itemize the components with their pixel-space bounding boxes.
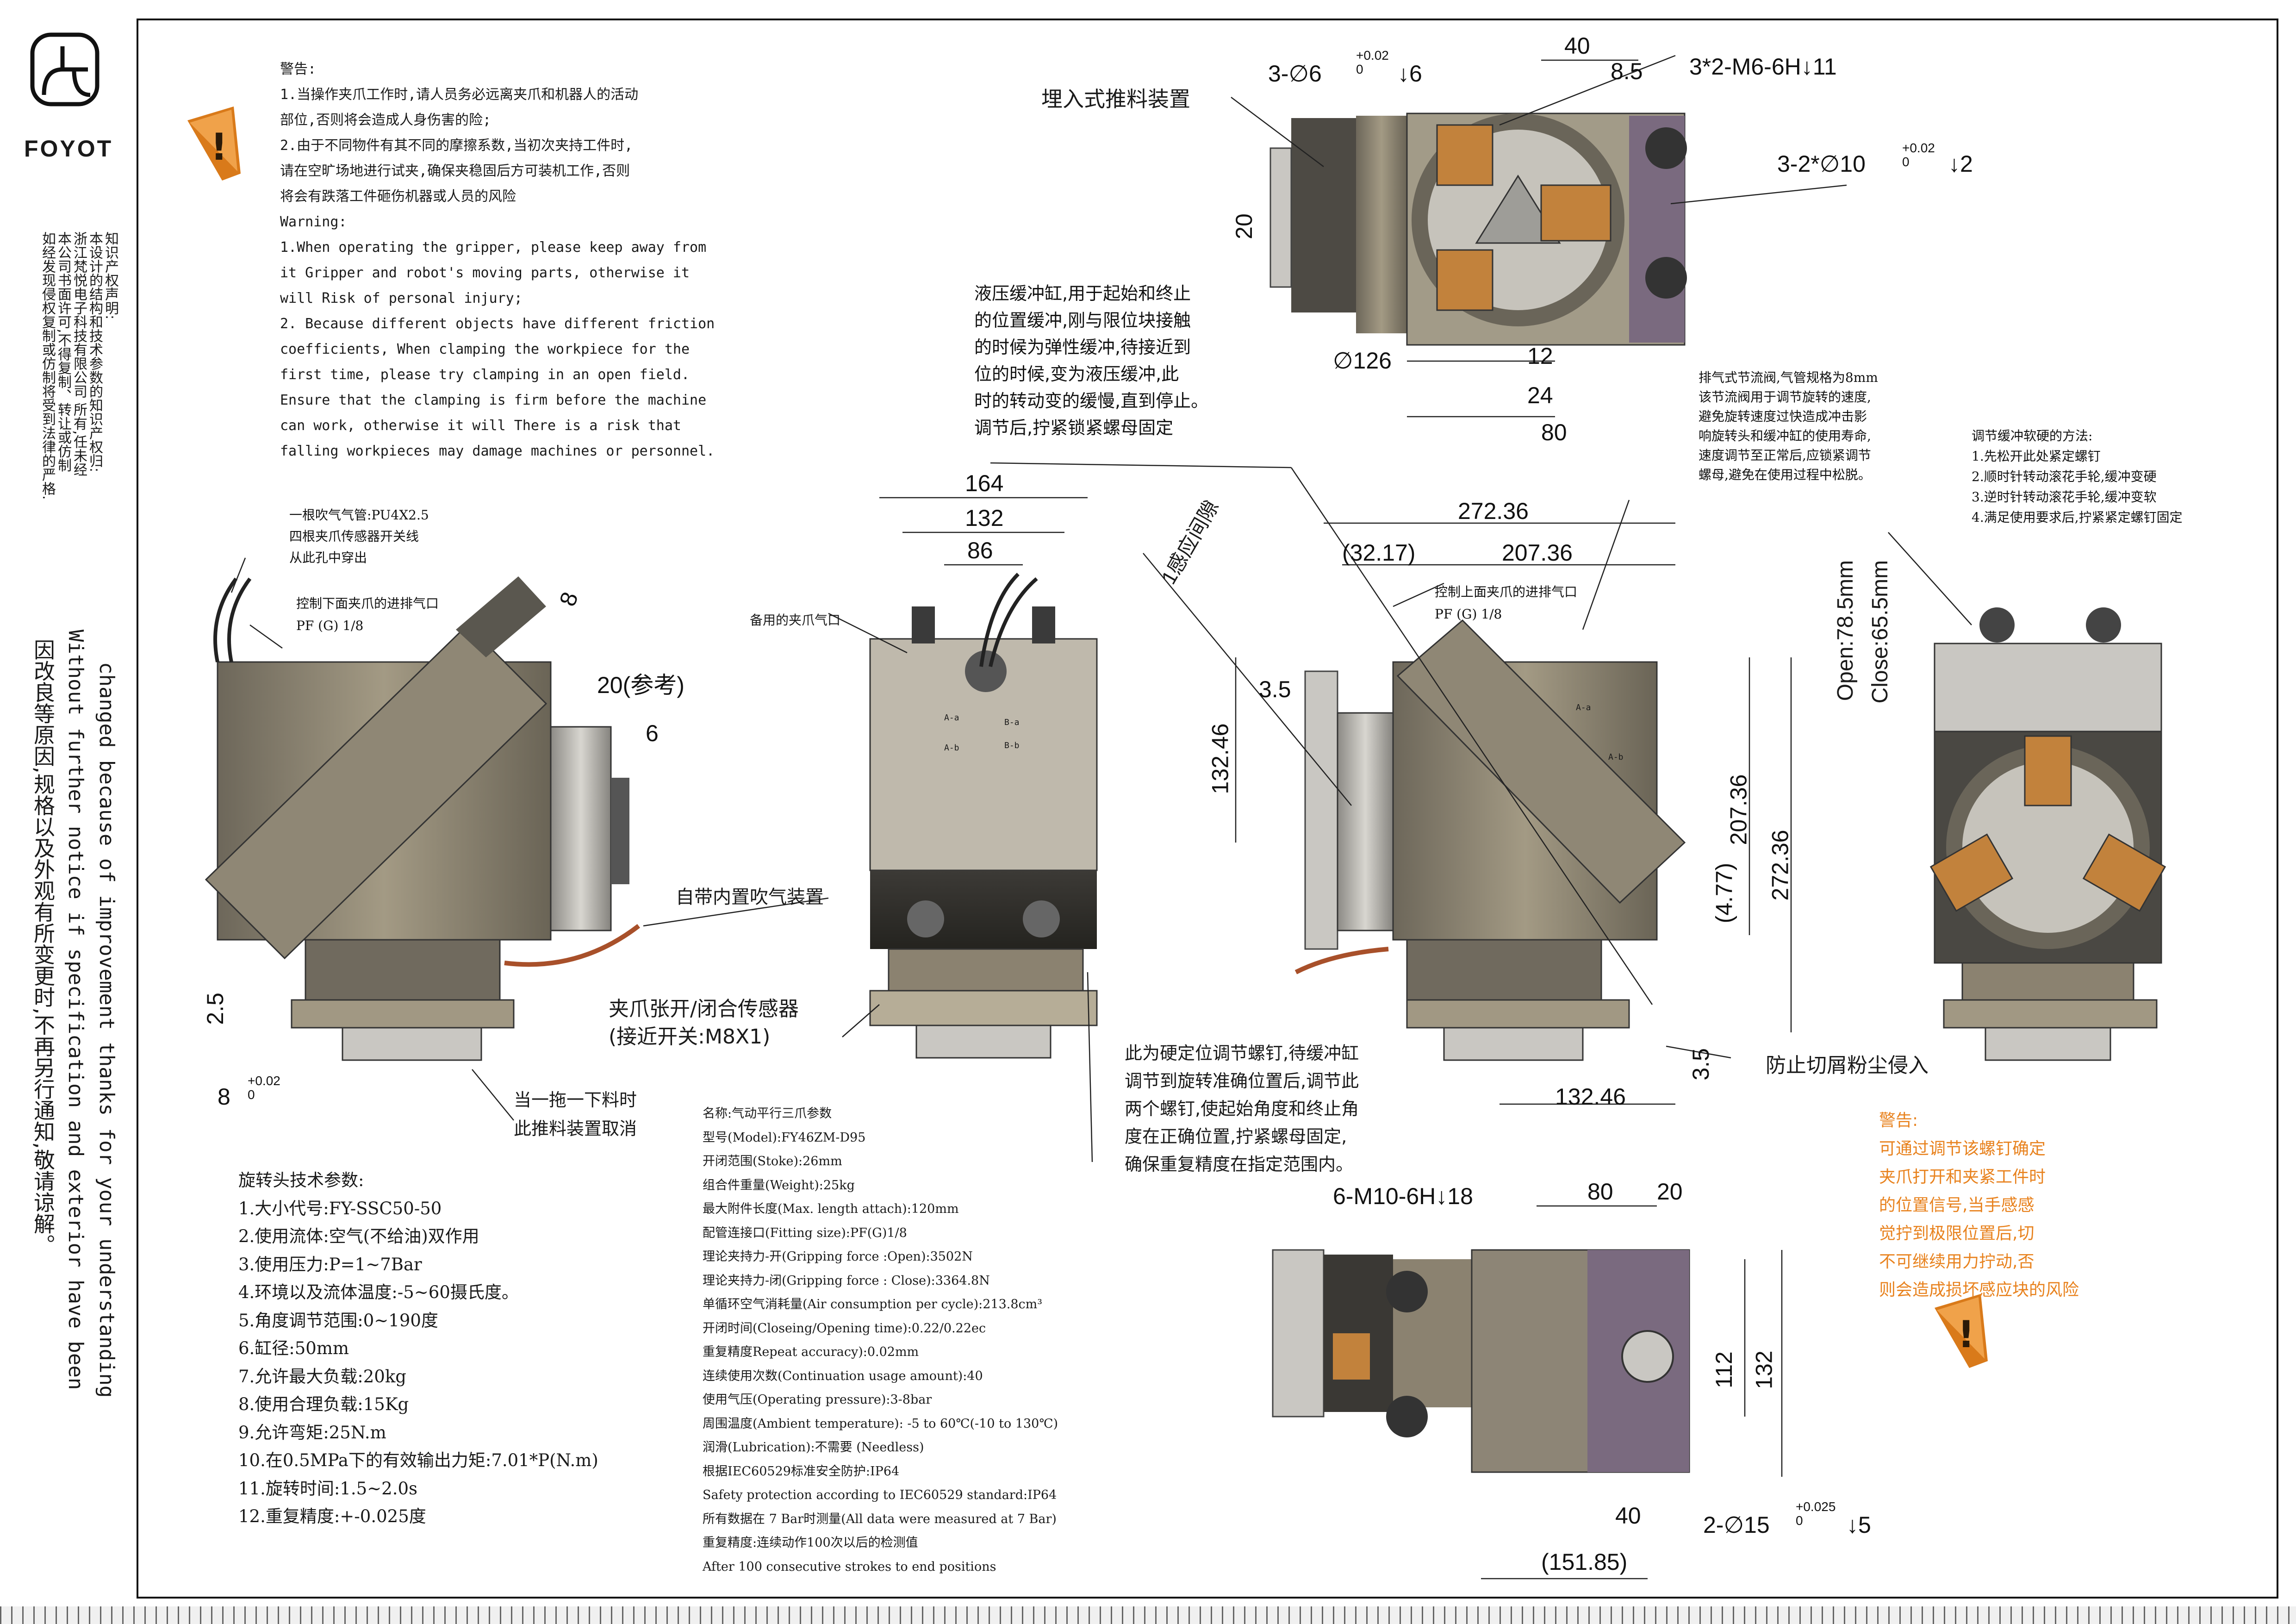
dim-label: ↓5 xyxy=(1847,1512,1871,1538)
dim-label: 132.46 xyxy=(1207,723,1233,794)
copyright-notice: 知识产权声明:本设计的结构和技术参数的知识产权归:浙江梵悦电子科技有限公司 所有… xyxy=(39,231,118,500)
dim-label: 20 xyxy=(1231,213,1257,239)
jaw-sensor-label: 夹爪张开/闭合传感器(接近开关:M8X1) xyxy=(609,997,799,1049)
dim-label: 20(参考) xyxy=(597,672,684,698)
open-close-label: Open:78.5mm xyxy=(1833,560,1858,701)
dim-label: 2-∅15 xyxy=(1703,1512,1770,1538)
hydraulic-buffer-note: 液压缓冲缸,用于起始和终止的位置缓冲,刚与限位块接触的时候为弹性缓冲,待接近到 … xyxy=(974,283,1209,438)
pull-cancel-label: 当一拖一下料时此推料装置取消 xyxy=(514,1090,637,1139)
dim-label: ∅126 xyxy=(1333,348,1392,374)
svg-text:!: ! xyxy=(211,125,227,169)
port-label: A-a xyxy=(1576,703,1591,712)
brand-logo xyxy=(19,28,111,120)
brand-name: FOYOT xyxy=(24,136,113,162)
disclaimer-en-2: changed because of improvement thanks fo… xyxy=(95,662,118,1398)
dim-label: ↓6 xyxy=(1398,61,1422,87)
dim-label: 40 xyxy=(1564,33,1590,59)
dim-label: 40 xyxy=(1615,1503,1641,1529)
dim-label: 132 xyxy=(1751,1350,1777,1389)
dim-label: (4.77) xyxy=(1711,862,1737,924)
top-view xyxy=(1269,112,1687,346)
port-label: B-b xyxy=(1004,741,1020,750)
front-view xyxy=(869,573,1098,1059)
scale-ruler xyxy=(0,1606,2296,1624)
bottom-view xyxy=(1272,1249,1690,1473)
side-view-left xyxy=(205,576,641,1061)
port-label: A-a xyxy=(944,713,959,723)
disclaimer-en-1: Without further notice if specification … xyxy=(64,630,87,1390)
dim-label: 2.5 xyxy=(202,993,228,1025)
dim-label: 272.36 xyxy=(1458,498,1529,524)
dim-label: 80 xyxy=(1541,419,1567,445)
sensor-warning-note: 警告:可通过调节该螺钉确定夹爪打开和夹紧工件时的位置信号,当手感感 觉拧到极限位… xyxy=(1879,1111,2079,1299)
dim-tolerance: +0.02 0 xyxy=(1902,141,1935,169)
dim-label: 132.46 xyxy=(1555,1084,1626,1110)
side-view-right xyxy=(1294,619,1686,1061)
builtin-blow-label: 自带内置吹气装置 xyxy=(676,887,824,907)
dim-label: 112 xyxy=(1711,1351,1737,1388)
dim-label: 24 xyxy=(1527,382,1553,408)
dim-tolerance: +0.025 0 xyxy=(1796,1499,1836,1528)
dim-label: 132 xyxy=(965,505,1004,531)
drawing-border xyxy=(137,19,2278,1599)
end-view xyxy=(1929,607,2166,1061)
embedded-ejector-label: 埋入式推料装置 xyxy=(1041,87,1190,111)
dim-label: 8.5 xyxy=(1611,58,1643,84)
safety-warning-block: 警告:1.当操作夹爪工作时,请人员务必远离夹爪和机器人的活动部位,否则将会造成人… xyxy=(280,61,715,459)
dust-guard-label: 防止切屑粉尘侵入 xyxy=(1766,1054,1929,1077)
port-label: B-a xyxy=(1004,718,1020,727)
dim-label: 3.5 xyxy=(1259,676,1291,702)
svg-text:!: ! xyxy=(1958,1313,1974,1356)
warning-triangle-icon: ! xyxy=(178,104,248,183)
dim-label: 3-∅6 xyxy=(1268,61,1322,87)
port-label: A-b xyxy=(1608,752,1624,762)
port-label: A-b xyxy=(944,743,959,753)
disclaimer-cn: 因改良等原因,规格以及外观有所变更时,不再另行通知,敬请谅解。 xyxy=(31,639,56,1255)
dim-label: 207.36 xyxy=(1725,774,1752,845)
dim-tolerance: +0.02 0 xyxy=(248,1074,280,1102)
dim-label: (151.85) xyxy=(1541,1549,1628,1575)
dim-label: (32.17) xyxy=(1342,540,1416,566)
dim-label: 207.36 xyxy=(1502,540,1573,566)
dim-label: 3.5 xyxy=(1687,1048,1714,1081)
dim-label: 3*2-M6-6H↓11 xyxy=(1689,54,1837,80)
dim-label: 86 xyxy=(967,537,993,563)
dim-label: 80 xyxy=(1587,1179,1613,1205)
hard-stop-note: 此为硬定位调节螺钉,待缓冲缸调节到旋转准确位置后,调节此两个螺钉,使起始角度和终… xyxy=(1125,1043,1359,1174)
dim-label: 164 xyxy=(965,470,1004,496)
dim-tolerance: +0.02 0 xyxy=(1356,48,1389,76)
warning-triangle-icon-2: ! xyxy=(1925,1292,1995,1370)
dim-label: 8 xyxy=(218,1084,230,1110)
spare-port-label: 备用的夹爪气口 xyxy=(750,612,841,628)
dim-label: 272.36 xyxy=(1767,830,1793,901)
open-close-label-2: Close:65.5mm xyxy=(1868,560,1892,704)
dim-label: 6 xyxy=(646,720,659,746)
dim-label: 12 xyxy=(1527,343,1553,369)
dim-label: 3-2*∅10 xyxy=(1777,151,1866,177)
dim-label: ↓2 xyxy=(1948,151,1973,177)
dim-label: 20 xyxy=(1657,1179,1683,1205)
dim-label: 6-M10-6H↓18 xyxy=(1333,1183,1473,1209)
